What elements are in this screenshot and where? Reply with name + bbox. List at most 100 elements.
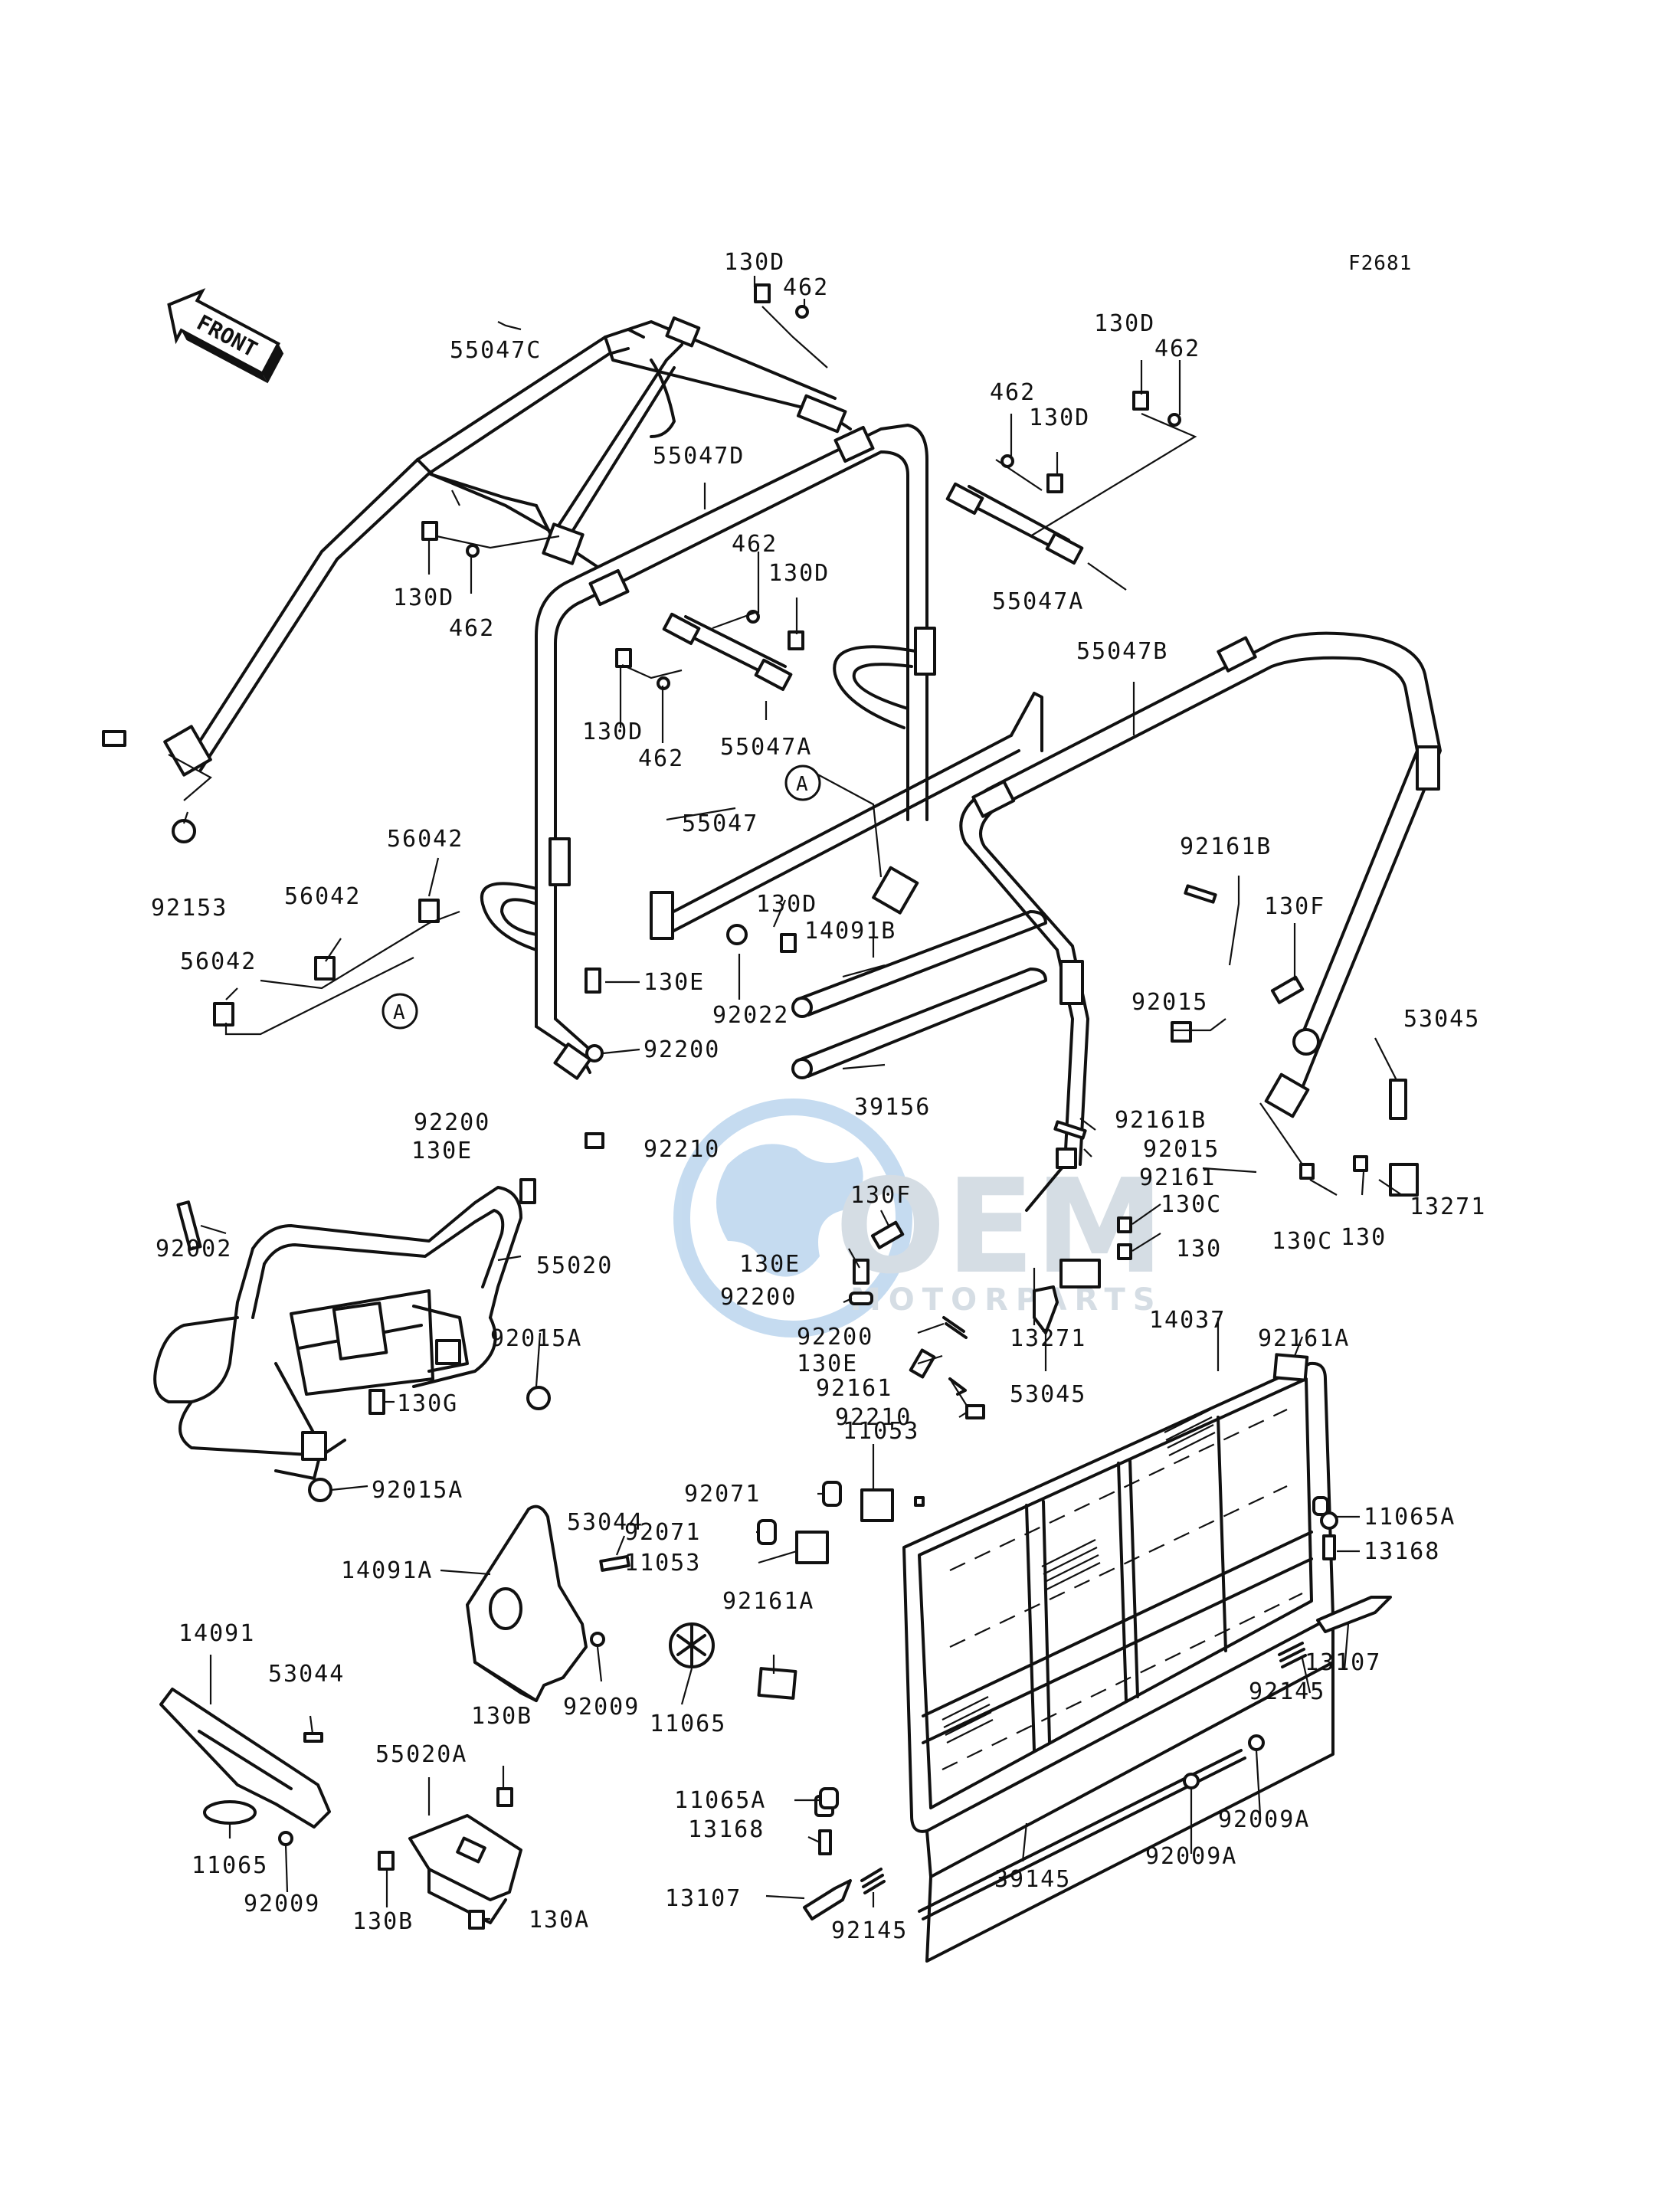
part-label: 130F [850, 1182, 912, 1209]
part-label: 92009A [1145, 1843, 1237, 1870]
part-label: 92009 [563, 1694, 640, 1721]
part-label: 92015A [490, 1325, 582, 1352]
bracket-11053-a-icon [860, 1488, 894, 1522]
brace-55047A-rear [662, 612, 793, 691]
part-label: 13107 [665, 1885, 742, 1912]
callout-a-lower: A [382, 993, 418, 1030]
cross-bar-55047 [650, 692, 1043, 940]
part-label: 130B [471, 1703, 532, 1730]
part-label: 53044 [567, 1509, 644, 1536]
part-label: 92015A [372, 1477, 463, 1504]
part-label: 14091B [804, 918, 896, 945]
part-label: 11065A [674, 1787, 766, 1814]
part-label: 92015 [1131, 989, 1208, 1016]
part-label: 39156 [854, 1094, 931, 1121]
nut-92015-a-icon [1171, 1021, 1192, 1043]
label-56042-b-icon [314, 956, 336, 981]
front-arrow-icon: FRONT [167, 288, 284, 384]
guard-plate-14091A [466, 1505, 588, 1702]
washer-462-b-icon [1167, 413, 1181, 427]
part-label: 130E [644, 969, 705, 996]
part-label: 55047A [720, 734, 812, 761]
grab-handle-right [833, 645, 917, 729]
bolt-130E-a-icon [585, 968, 601, 994]
grommet-92071-b-icon [757, 1519, 777, 1545]
part-label: 92071 [684, 1481, 761, 1508]
latch-pin-13107-lower [803, 1795, 886, 1920]
part-label: 11065A [1364, 1504, 1456, 1531]
cap-11065 [669, 1622, 715, 1668]
latch-pin-13107-upper [1278, 1511, 1392, 1668]
part-label: 92161 [816, 1375, 892, 1402]
part-label: 462 [732, 531, 778, 558]
bolt-130A-icon [468, 1910, 485, 1930]
part-label: 130C [1161, 1191, 1222, 1218]
roll-cage-rear-frame [959, 631, 1442, 1212]
part-label: 13168 [688, 1816, 765, 1843]
tailgate-vent-grills [942, 1409, 1216, 1744]
plate-92161A-a-icon [1272, 1353, 1309, 1382]
washer-462-d-icon [466, 544, 480, 558]
part-label: 462 [783, 274, 829, 301]
part-label: 92145 [831, 1917, 908, 1944]
nut-92210-a-icon [585, 1132, 604, 1149]
part-label: 130 [1341, 1224, 1387, 1251]
callout-a-upper-label: A [796, 773, 809, 796]
latch-53045-a-icon [1389, 1079, 1407, 1120]
part-label: 130D [393, 584, 454, 611]
part-label: 130D [1094, 310, 1155, 337]
watermark-tagline: MOTORPARTS [850, 1282, 1163, 1318]
spring-92200-d-icon [942, 1316, 968, 1339]
bolt-92002-icon [176, 1200, 202, 1251]
part-label: 92200 [644, 1036, 720, 1063]
pin-92161B-a-icon [1184, 884, 1217, 904]
part-label: 92009 [244, 1891, 320, 1917]
part-label: 130E [797, 1351, 858, 1377]
bolt-130D-e-icon [788, 630, 804, 650]
part-label: 462 [990, 379, 1036, 406]
grommet-92071-a-icon [822, 1481, 842, 1507]
screw-92009-a-icon [590, 1632, 605, 1647]
rivet-icon [914, 1496, 925, 1507]
part-label: 56042 [180, 948, 257, 975]
bolt-130D-g-icon [780, 933, 797, 953]
bolt-130F-a-icon [1270, 975, 1305, 1004]
part-label: 92161A [1258, 1325, 1350, 1352]
figure-code: F2681 [1348, 252, 1412, 275]
part-label: 92161B [1180, 833, 1272, 860]
part-label: 130G [397, 1390, 458, 1417]
nut-92210-b-icon [965, 1404, 985, 1419]
part-label: 92002 [156, 1236, 232, 1262]
part-label: 55047B [1076, 638, 1168, 665]
part-label: 130D [724, 249, 785, 276]
part-label: 55047A [992, 588, 1084, 615]
part-label: 11065 [192, 1852, 268, 1879]
part-label: 92015 [1143, 1136, 1220, 1163]
nut-92015A-a-icon [526, 1386, 551, 1410]
bolt-130D-d-icon [421, 521, 438, 541]
part-label: 92210 [835, 1404, 912, 1431]
cap-11065A-a-icon [1312, 1496, 1329, 1516]
part-label: 13271 [1010, 1325, 1086, 1352]
bolt-92153-icon [172, 819, 196, 843]
tag-frame-icon [102, 730, 126, 747]
brace-55047A-front [945, 482, 1084, 565]
part-label: 11053 [624, 1550, 701, 1577]
part-label: 92161B [1115, 1107, 1207, 1134]
part-label: 130B [352, 1908, 414, 1935]
part-label: 92161A [722, 1588, 814, 1615]
nut-92015-b-icon [1056, 1148, 1077, 1169]
washer-462-a-icon [795, 305, 809, 319]
bolt-130D-b-icon [1132, 391, 1149, 411]
clip-53044-b-icon [303, 1732, 323, 1743]
part-label: 55047D [653, 443, 745, 470]
part-label: 53045 [1403, 1006, 1480, 1033]
bolt-130-a-icon [1117, 1243, 1132, 1260]
part-label: 55020A [375, 1741, 467, 1768]
part-label: 130D [756, 891, 817, 918]
part-label: 130 [1176, 1236, 1222, 1262]
bolt-130C-b-icon [1299, 1163, 1315, 1180]
bracket-13271-b-icon [1059, 1259, 1101, 1288]
part-label: 92071 [624, 1519, 701, 1546]
